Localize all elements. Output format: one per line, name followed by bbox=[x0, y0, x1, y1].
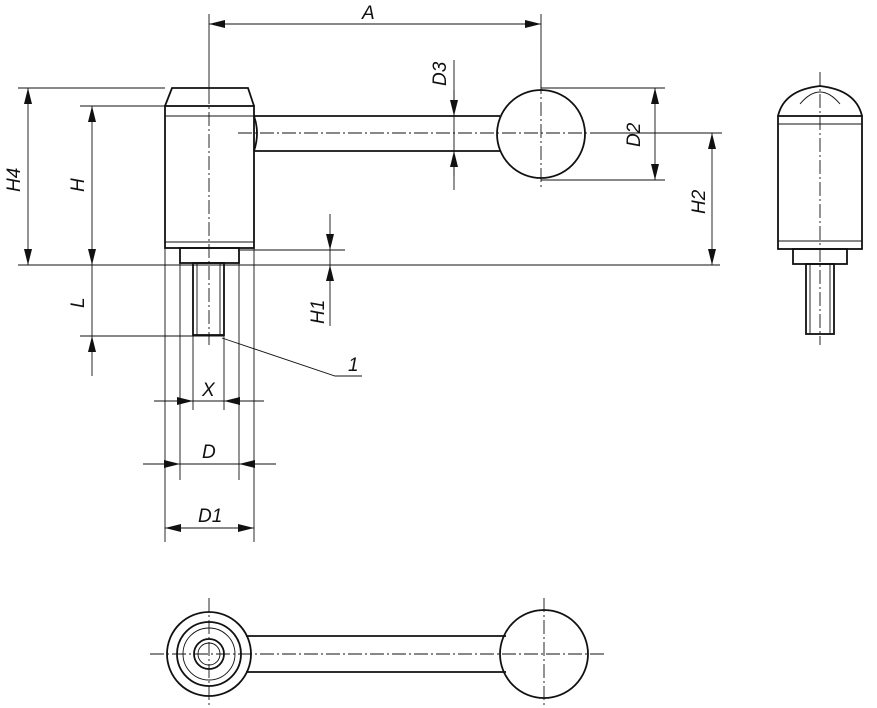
dim-label-H4: H4 bbox=[4, 168, 25, 192]
dim-label-D1: D1 bbox=[198, 506, 222, 527]
dim-D2: D2 bbox=[624, 88, 659, 180]
dim-label-H: H bbox=[68, 178, 89, 192]
lever-arm bbox=[253, 115, 500, 152]
hub-body bbox=[164, 87, 255, 249]
dim-L: L bbox=[68, 265, 96, 376]
dim-label-L: L bbox=[68, 297, 89, 308]
dim-label-D3: D3 bbox=[430, 61, 451, 86]
dim-label-D: D bbox=[202, 442, 216, 463]
front-view bbox=[164, 80, 600, 345]
dim-H4: H4 bbox=[4, 88, 32, 265]
top-view bbox=[150, 598, 605, 708]
callout-label-1: 1 bbox=[348, 355, 359, 376]
dim-label-H2: H2 bbox=[689, 189, 710, 214]
dim-label-H1: H1 bbox=[308, 300, 329, 324]
dim-A: A bbox=[209, 3, 541, 28]
dim-H: H bbox=[68, 106, 96, 265]
dim-D3: D3 bbox=[430, 61, 458, 176]
dim-label-D2: D2 bbox=[624, 122, 645, 147]
dim-label-A: A bbox=[361, 3, 375, 24]
dim-label-X: X bbox=[201, 380, 216, 401]
callout-1: 1 bbox=[221, 337, 362, 377]
dim-H1: H1 bbox=[308, 214, 334, 326]
side-view bbox=[777, 72, 863, 345]
dim-H2: H2 bbox=[689, 133, 716, 265]
extension-lines bbox=[18, 14, 722, 542]
dim-X: X bbox=[154, 380, 264, 405]
threaded-pin bbox=[179, 247, 240, 336]
dim-D: D bbox=[143, 442, 276, 468]
dim-D1: D1 bbox=[165, 506, 254, 532]
